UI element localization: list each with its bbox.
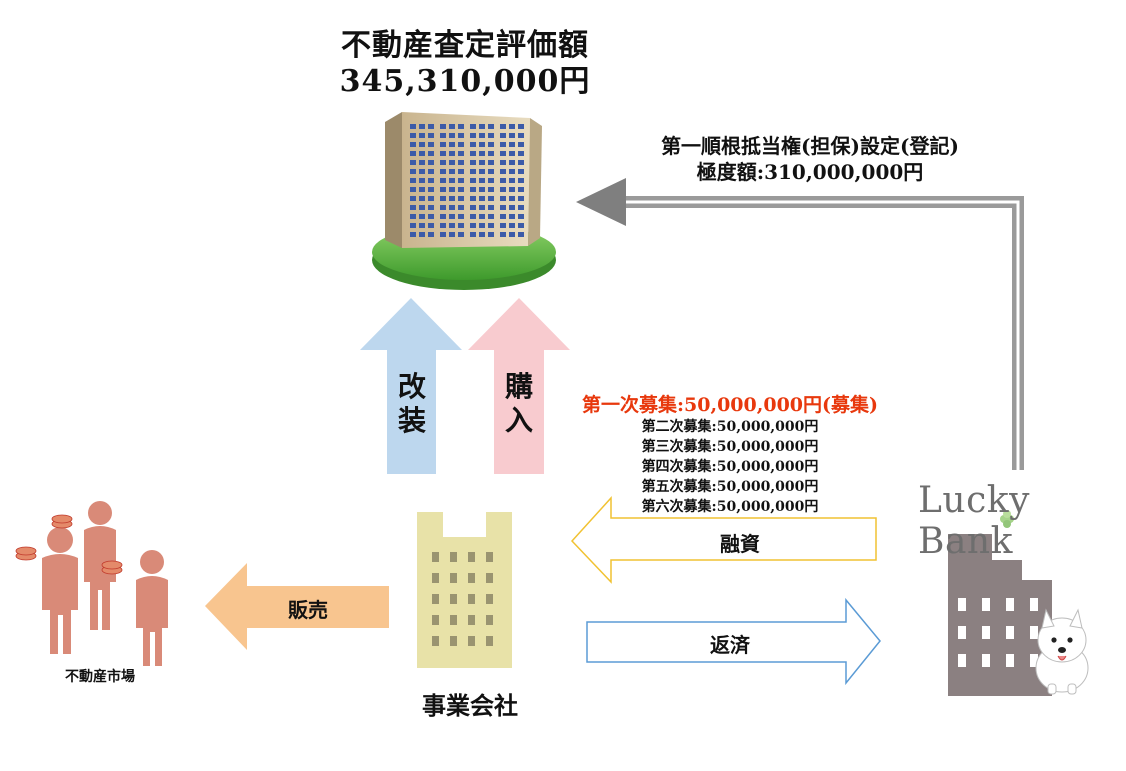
round-item: 第六次募集:50,000,000円 <box>641 499 819 515</box>
mortgage-arrow <box>576 178 1024 470</box>
market-label: 不動産市場 <box>65 669 135 685</box>
company-label: 事業会社 <box>422 691 518 720</box>
funding-rounds: 第一次募集:50,000,000円(募集) 第二次募集:50,000,000円 … <box>560 393 900 517</box>
financing-arrow <box>570 496 877 584</box>
clover-logo-icon <box>1000 510 1014 528</box>
round-item: 第二次募集:50,000,000円 <box>641 419 819 435</box>
repayment-arrow <box>586 597 881 686</box>
repayment-label: 返済 <box>710 633 750 657</box>
apartment-building-icon <box>372 112 556 290</box>
company-building-icon <box>417 512 512 668</box>
round-item: 第四次募集:50,000,000円 <box>641 459 819 475</box>
building-windows <box>410 124 524 237</box>
valuation-heading: 不動産査定評価額 345,310,000円 <box>300 28 630 100</box>
renovation-arrow <box>360 298 462 474</box>
market-people-icon <box>15 501 168 666</box>
round-item: 第三次募集:50,000,000円 <box>641 439 819 455</box>
sales-label: 販売 <box>288 598 328 622</box>
mortgage-line-2: 極度額:310,000,000円 <box>696 160 924 184</box>
dog-mascot-icon <box>1035 608 1089 695</box>
bank-logo: Lucky Bank <box>918 480 1030 562</box>
purchase-label: 購入 <box>504 370 533 437</box>
renovation-label: 改装 <box>397 370 426 437</box>
valuation-amount: 345,310,000円 <box>339 64 591 99</box>
mortgage-line-1: 第一順根抵当権(担保)設定(登記) <box>661 134 959 158</box>
round-first: 第一次募集:50,000,000円(募集) <box>582 394 878 416</box>
round-item: 第五次募集:50,000,000円 <box>641 479 819 495</box>
purchase-arrow <box>468 298 570 474</box>
sales-arrow <box>205 563 389 650</box>
mortgage-label: 第一順根抵当権(担保)設定(登記) 極度額:310,000,000円 <box>620 133 1000 185</box>
financing-label: 融資 <box>720 532 760 556</box>
valuation-title: 不動産査定評価額 <box>341 28 589 63</box>
